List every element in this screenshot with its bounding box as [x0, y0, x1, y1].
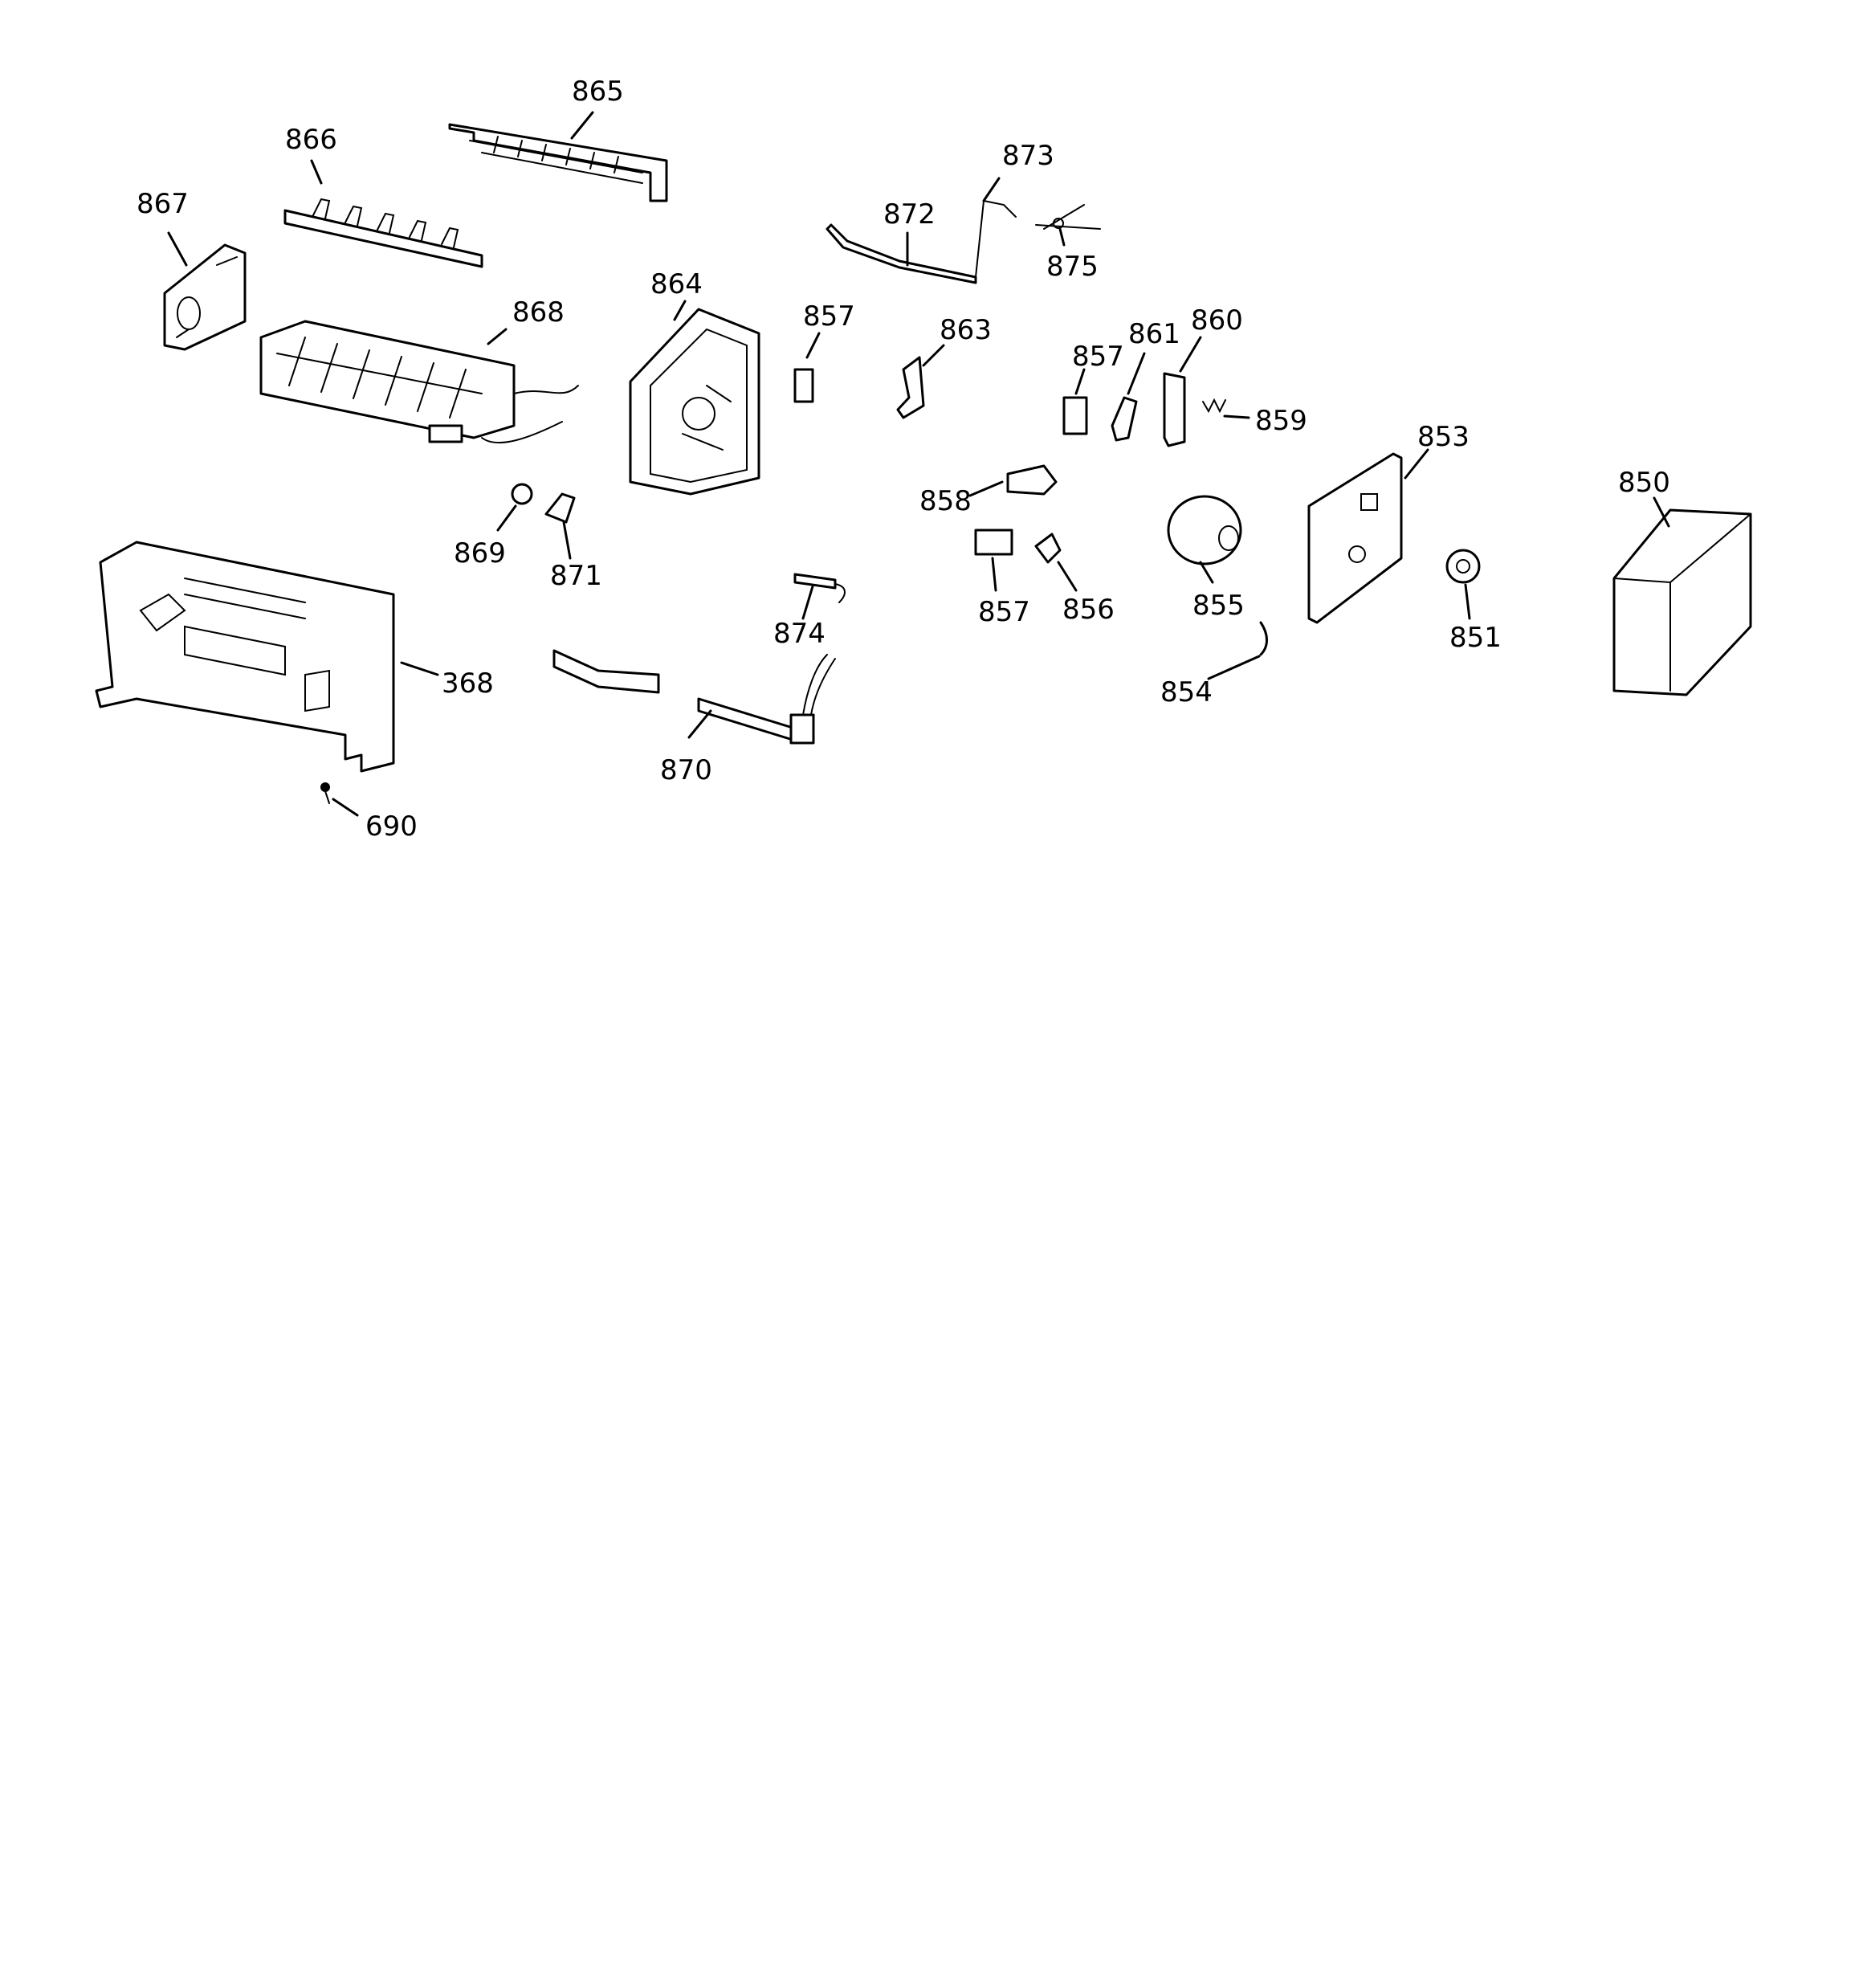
callout-855: 855 [1192, 590, 1245, 622]
part-690-screw [320, 782, 330, 804]
callout-857-c: 857 [978, 596, 1030, 628]
callout-860: 860 [1191, 304, 1243, 337]
part-850-cover [1612, 508, 1752, 696]
callout-869: 869 [454, 537, 506, 569]
callout-865: 865 [572, 76, 624, 108]
callout-857-a: 857 [803, 300, 855, 333]
part-870-harness [552, 649, 836, 745]
part-875-clip [1035, 204, 1101, 230]
leader-lines [167, 111, 1670, 817]
part-857-switch-b [1062, 396, 1088, 435]
callout-874: 874 [773, 618, 826, 650]
callout-867: 867 [137, 188, 189, 220]
callout-873: 873 [1002, 140, 1054, 172]
callout-868: 868 [512, 296, 565, 329]
part-855-motor [1167, 495, 1242, 565]
callout-690: 690 [365, 810, 418, 843]
part-872-shutoff-arm [826, 223, 977, 284]
part-856-lever [1034, 533, 1062, 564]
part-860-contact [1163, 372, 1186, 447]
callout-857-b: 857 [1072, 341, 1124, 373]
callout-871: 871 [550, 560, 602, 592]
part-867-bracket [163, 243, 247, 351]
part-851-gear [1445, 549, 1481, 584]
part-853-mounting-plate [1307, 452, 1403, 624]
part-861-plate [1111, 396, 1138, 442]
part-873-arm-end [975, 199, 1017, 278]
part-857-switch-c [974, 529, 1013, 556]
callout-866: 866 [285, 124, 337, 156]
part-857-switch-a [793, 368, 814, 403]
part-869-grommet [511, 483, 533, 505]
callout-870: 870 [660, 754, 712, 786]
callout-875: 875 [1046, 251, 1099, 283]
callout-863: 863 [940, 314, 992, 346]
callout-850: 850 [1618, 467, 1670, 499]
part-871-spacer [544, 492, 576, 524]
part-864-housing [629, 308, 760, 496]
part-865-cover [448, 123, 668, 202]
part-868-ice-mold [259, 320, 579, 444]
part-863-lever [896, 356, 925, 419]
part-859-spring [1202, 398, 1226, 414]
part-858-thermostat [1006, 464, 1058, 496]
callout-854: 854 [1160, 676, 1213, 708]
part-866-ejector [283, 198, 483, 268]
callout-labels: 865 866 867 868 864 872 873 875 857 863 … [137, 76, 1670, 843]
callout-368: 368 [442, 667, 494, 700]
callout-864: 864 [650, 268, 703, 300]
callout-853: 853 [1417, 421, 1470, 453]
callout-858: 858 [919, 485, 972, 517]
part-854-wire [1259, 621, 1268, 656]
callout-859: 859 [1255, 405, 1307, 437]
callout-856: 856 [1062, 594, 1115, 626]
part-368-bracket [95, 541, 395, 773]
part-874-screw [793, 573, 846, 603]
callout-872: 872 [883, 198, 936, 231]
callout-851: 851 [1449, 622, 1502, 654]
callout-861: 861 [1128, 318, 1180, 350]
